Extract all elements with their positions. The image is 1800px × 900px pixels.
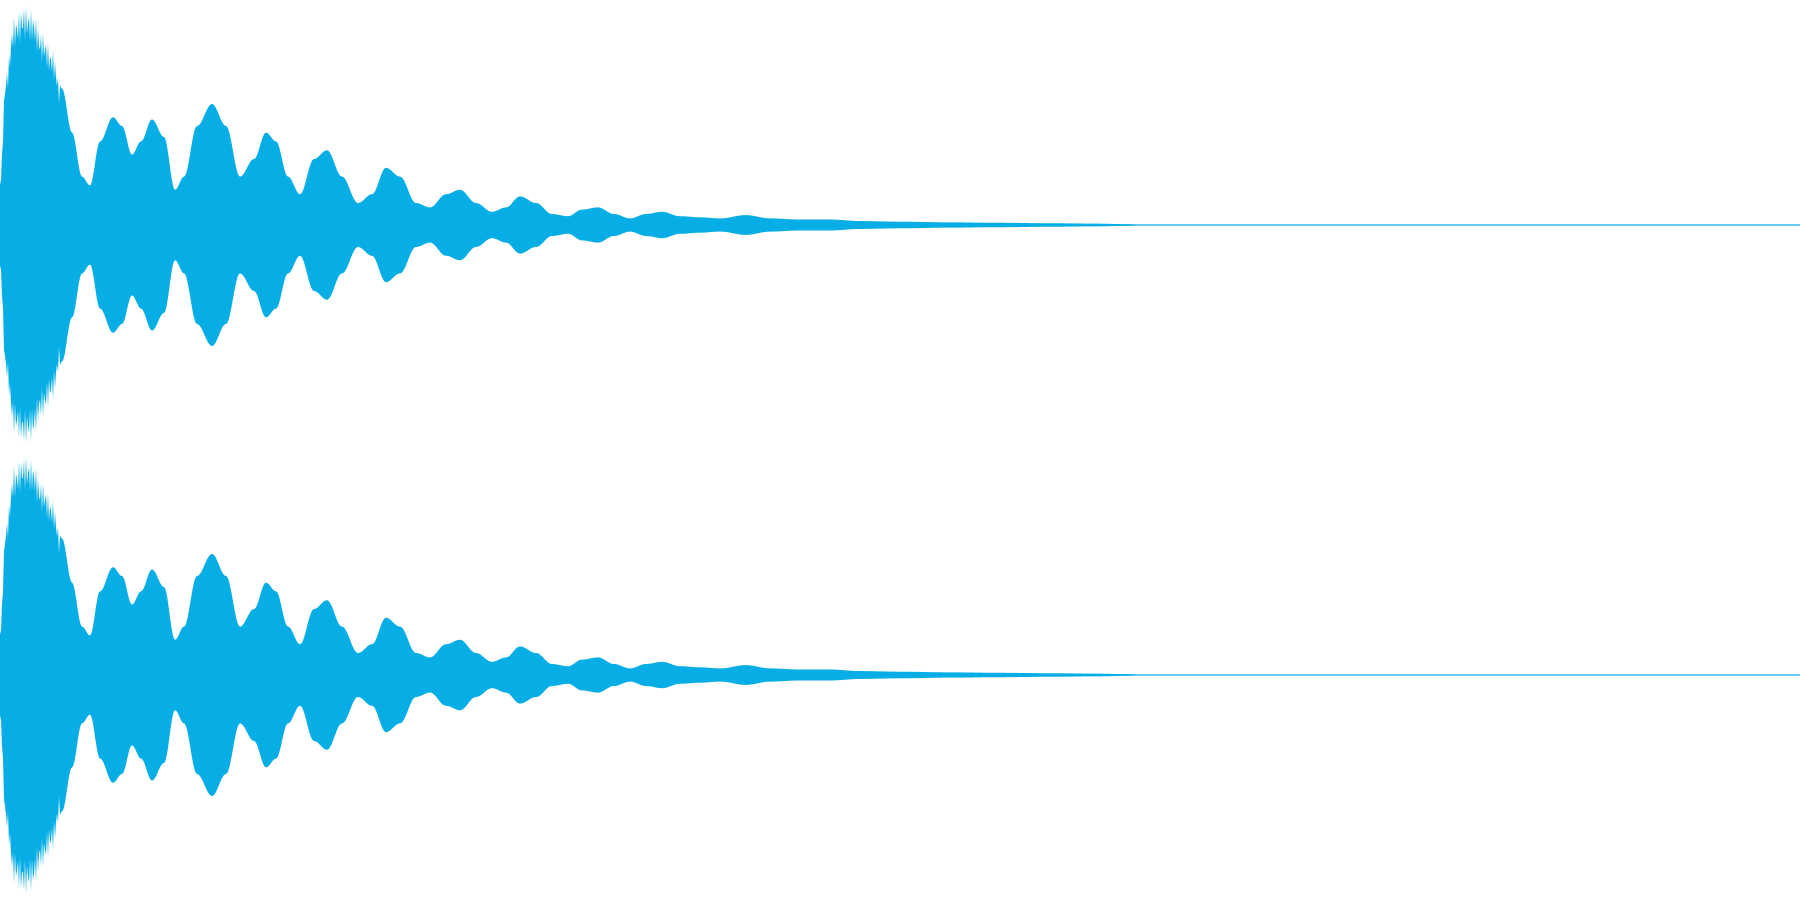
channel-right: [0, 456, 1800, 894]
channel-left: [0, 6, 1800, 444]
